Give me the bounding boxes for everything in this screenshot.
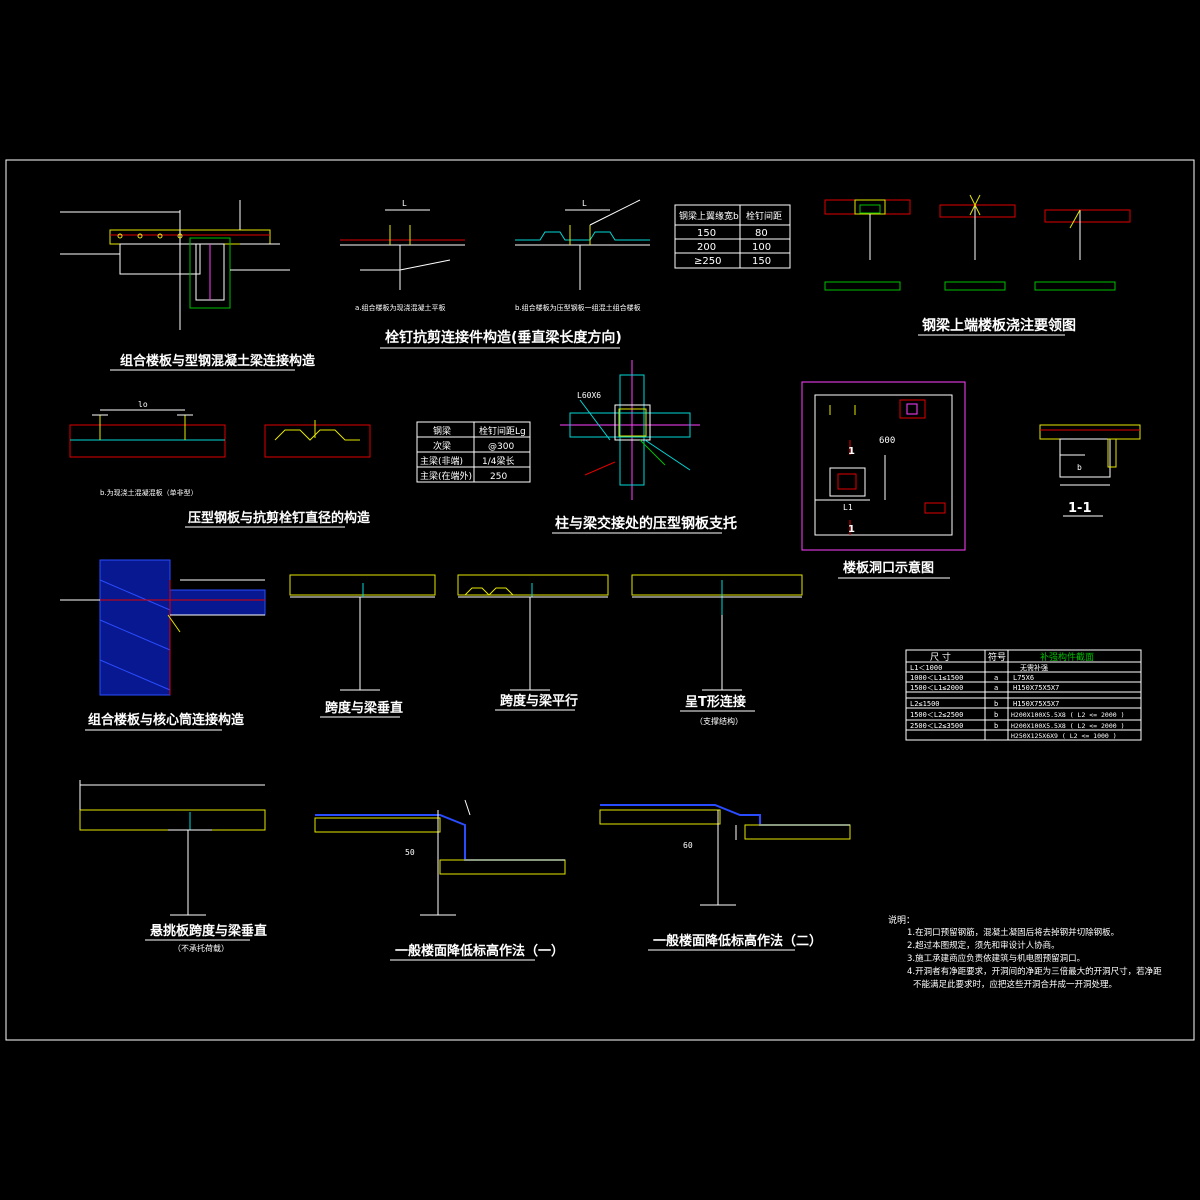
table1-header-1: 栓钉间距: [746, 210, 782, 222]
table1-cell: 150: [697, 228, 716, 239]
table3-cell: H150X75X5X7: [1013, 700, 1059, 708]
section-1-1-label: 1-1: [1068, 501, 1092, 516]
table3-cell: b: [994, 711, 998, 719]
table3-cell: 无需补强: [1020, 663, 1048, 672]
table2-cell: 主梁(非端): [420, 455, 463, 467]
subcaption-b: b.组合楼板为压型钢板一组混土组合楼板: [515, 303, 641, 312]
subcaption-a: a.组合楼板为现浇混凝土平板: [355, 303, 446, 312]
subcaption-c: b.为现浇土混凝混板（单非型）: [100, 488, 198, 497]
title-cantilever: 悬挑板跨度与梁垂直: [150, 923, 267, 939]
note-item: 2.超过本图规定，须先和审设计人协商。: [907, 940, 1060, 951]
table3-cell: b: [994, 722, 998, 730]
note-item: 1.在洞口预留钢筋，混凝土凝固后将去掉钢并切除钢板。: [907, 927, 1119, 938]
table3-header-0: 尺 寸: [930, 651, 951, 663]
opening-mark-1-top: 1: [848, 446, 855, 457]
opening-mark-1-bottom: 1: [848, 524, 855, 535]
table1-cell: 80: [755, 228, 768, 239]
title-column-beam-support: 柱与梁交接处的压型钢板支托: [555, 515, 737, 532]
table-stud-spacing-by-beam: [416, 421, 531, 483]
note-item: 不能满足此要求时，应把这些开洞合并成一开洞处理。: [913, 979, 1117, 990]
table-opening-reinforcement: [905, 649, 1142, 741]
detail-section-1-1: [1039, 424, 1141, 486]
sheet-border: [5, 159, 1195, 1041]
dim-60: 60: [683, 841, 693, 850]
subtitle-cantilever: （不承托荷载）: [173, 943, 229, 953]
notes-block: 说明： 1.在洞口预留钢筋，混凝土凝固后将去掉钢并切除钢板。 2.超过本图规定，…: [888, 914, 1162, 990]
table2-cell: 250: [490, 472, 507, 482]
table2-header-0: 钢梁: [433, 425, 451, 437]
detail-t-connection: [631, 574, 803, 691]
detail-lowered-floor-1: [314, 799, 566, 916]
dim-l-b: L: [582, 199, 587, 208]
table3-cell: L2≤1500: [910, 700, 940, 708]
table3-cell: L75X6: [1013, 674, 1034, 682]
dim-l1: L1: [843, 503, 853, 512]
detail-slab-opening: [801, 381, 966, 551]
table1-cell: ≥250: [694, 256, 721, 267]
title-lowered-floor-1: 一般楼面降低标高作法（一）: [395, 943, 564, 959]
detail-span-parallel: [457, 574, 609, 691]
dim-lo: lo: [138, 400, 148, 409]
table3-cell: 1500＜L1≤2000: [910, 684, 963, 692]
subtitle-t-connection: （支撑结构）: [695, 716, 743, 726]
mark-b: b: [1077, 463, 1082, 472]
table3-header-1: 符号: [988, 651, 1006, 663]
label-l60x6: L60X6: [577, 391, 601, 400]
title-pour-guide: 钢梁上端楼板浇注要领图: [922, 317, 1076, 334]
table3-cell: H150X75X5X7: [1013, 684, 1059, 692]
dim-l-a: L: [402, 199, 407, 208]
table-stud-spacing-by-flange: [674, 204, 791, 269]
table1-cell: 100: [752, 242, 771, 253]
table2-header-1: 栓钉间距Lg: [479, 425, 526, 437]
table2-cell: 主梁(在端外): [420, 470, 472, 482]
title-t-connection: 呈T形连接: [685, 694, 746, 710]
title-slab-opening: 楼板洞口示意图: [843, 560, 934, 576]
table1-cell: 150: [752, 256, 771, 267]
title-span-parallel: 跨度与梁平行: [500, 693, 578, 709]
table3-cell: a: [994, 684, 998, 692]
notes-heading: 说明：: [888, 914, 915, 926]
detail-deck-stud-diameter: [69, 409, 371, 458]
table2-cell: 次梁: [433, 440, 451, 452]
table3-cell: H250X125X6X9 ( L2 <= 1000 ): [1011, 732, 1117, 740]
title-core-wall: 组合楼板与核心筒连接构造: [88, 712, 245, 728]
table3-cell: L1＜1000: [910, 664, 942, 672]
detail-core-wall: [60, 559, 266, 696]
detail-stud-connector-b: [515, 199, 650, 290]
dim-50-a: 50: [405, 848, 415, 857]
dim-600: 600: [879, 436, 895, 446]
detail-column-beam-support: [560, 360, 700, 500]
detail-span-perpendicular: [289, 574, 436, 691]
table3-cell: 2500＜L2≤3500: [910, 722, 963, 730]
detail-pour-guide: [824, 194, 1131, 291]
table1-header-0: 钢梁上翼缘宽b: [679, 210, 739, 222]
detail-cantilever: [79, 780, 266, 916]
detail-stud-connector-a: [340, 209, 465, 290]
table2-cell: @300: [488, 442, 514, 452]
title-deck-stud-diameter: 压型钢板与抗剪栓钉直径的构造: [188, 510, 371, 526]
table3-cell: H200X100X5.5X8 ( L2 <= 2000 ): [1011, 711, 1125, 719]
title-stud-connector: 栓钉抗剪连接件构造(垂直梁长度方向): [385, 329, 622, 346]
table2-cell: 1/4梁长: [482, 455, 515, 467]
note-item: 4.开洞者有净距要求，开洞间的净距为三倍最大的开洞尺寸，若净距: [907, 966, 1162, 977]
table3-cell: b: [994, 700, 998, 708]
table3-cell: H200X100X5.5X8 ( L2 <= 2000 ): [1011, 722, 1125, 730]
detail-composite-slab-src-beam: [60, 200, 290, 330]
detail-lowered-floor-2: [599, 804, 851, 906]
table3-header-2: 补强构件截面: [1040, 651, 1094, 663]
title-span-perpendicular: 跨度与梁垂直: [325, 700, 403, 716]
table3-cell: 1500＜L2≤2500: [910, 711, 963, 719]
title-composite-slab-src-beam: 组合楼板与型钢混凝土梁连接构造: [120, 353, 316, 369]
table1-cell: 200: [697, 242, 716, 253]
table3-cell: a: [994, 674, 998, 682]
table3-cell: 1000＜L1≤1500: [910, 674, 963, 682]
title-lowered-floor-2: 一般楼面降低标高作法（二）: [653, 933, 822, 949]
note-item: 3.施工承建商应负责依建筑与机电图预留洞口。: [907, 953, 1085, 964]
